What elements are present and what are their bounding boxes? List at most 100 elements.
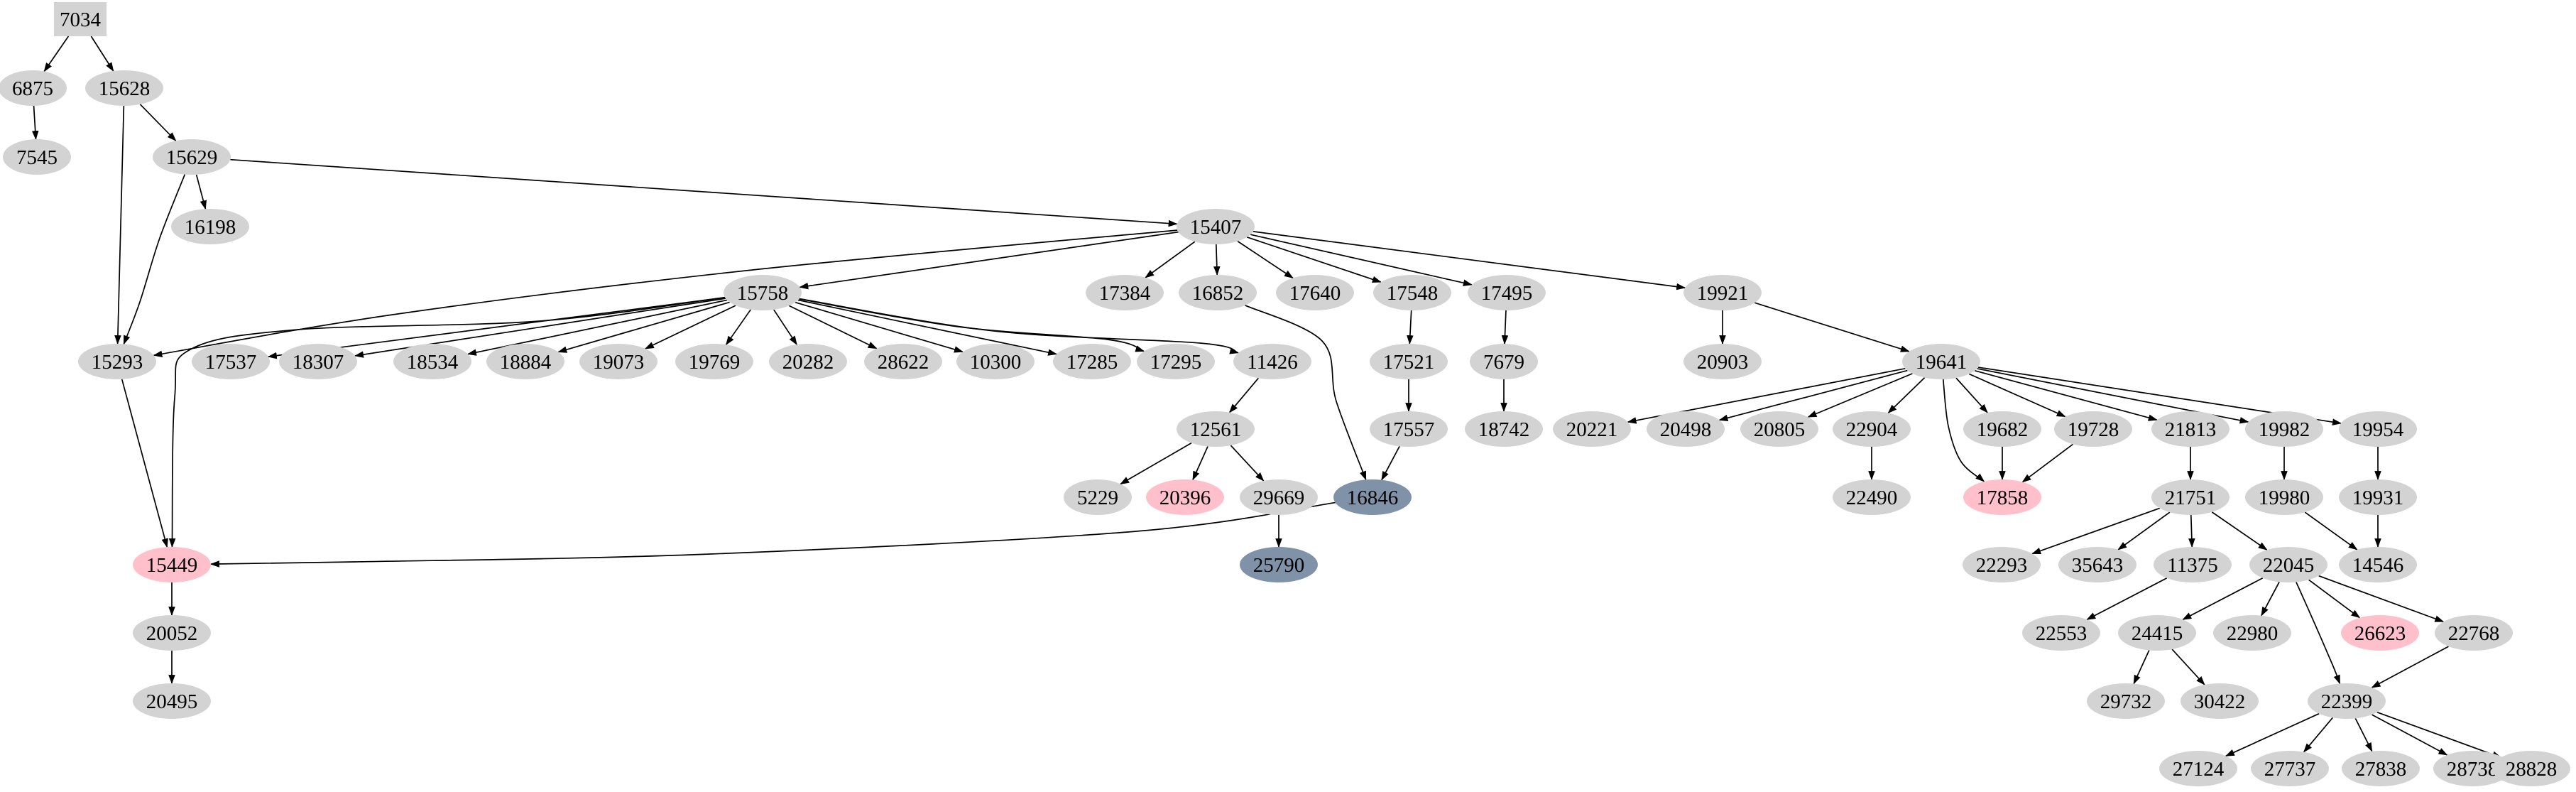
node-label: 17557 <box>1383 418 1435 441</box>
node-19769: 19769 <box>675 344 753 379</box>
node-ellipse <box>1177 411 1255 447</box>
edge-11426-12561 <box>1228 377 1259 413</box>
node-ellipse <box>133 547 211 582</box>
edge-15628-15629 <box>139 104 177 141</box>
node-29669: 29669 <box>1240 479 1318 515</box>
node-ellipse <box>1333 479 1412 515</box>
node-label: 5229 <box>1077 487 1118 509</box>
node-11375: 11375 <box>2154 547 2232 582</box>
node-label: 7545 <box>16 146 58 169</box>
node-ellipse <box>1647 411 1725 447</box>
node-label: 20495 <box>146 690 198 713</box>
node-label: 15758 <box>737 282 789 305</box>
node-label: 17495 <box>1481 282 1533 305</box>
edge-15758-11426 <box>799 298 1240 354</box>
edge-15628-15293 <box>114 105 125 345</box>
node-label: 26623 <box>2354 622 2406 645</box>
node-label: 19073 <box>593 351 645 374</box>
node-22399: 22399 <box>2308 683 2386 719</box>
node-ellipse <box>2022 615 2100 651</box>
edge-15407-17495 <box>1250 234 1473 286</box>
node-ellipse <box>1683 275 1762 310</box>
node-ellipse <box>769 344 847 379</box>
node-ellipse <box>2339 411 2417 447</box>
edge-22045-24415 <box>2182 577 2264 620</box>
edge-15758-17295 <box>799 298 1145 352</box>
edge-22045-22768 <box>2318 575 2445 623</box>
node-ellipse <box>0 70 67 106</box>
node-7034: 7034 <box>54 2 107 36</box>
edge-6875-7545 <box>31 105 39 141</box>
edge-17557-16846 <box>1381 445 1400 481</box>
edge-22045-22980 <box>2261 581 2280 617</box>
edge-21751-35643 <box>2117 511 2171 550</box>
node-10300: 10300 <box>956 344 1035 379</box>
edge-7034-6875 <box>43 36 70 72</box>
node-label: 17548 <box>1387 282 1439 305</box>
node-27124: 27124 <box>2159 751 2237 786</box>
node-ellipse <box>1553 411 1631 447</box>
node-label: 19641 <box>1916 351 1968 374</box>
edge-17548-17521 <box>1407 310 1414 345</box>
node-28738: 28738 <box>2433 751 2511 786</box>
node-label: 20282 <box>782 351 834 374</box>
edge-15407-16852 <box>1213 244 1221 276</box>
edge-21751-22045 <box>2211 511 2268 550</box>
node-ellipse <box>1833 411 1911 447</box>
node-label: 20805 <box>1754 418 1806 441</box>
edge-19641-21813 <box>1975 369 2158 421</box>
node-label: 22490 <box>1846 487 1898 509</box>
node-label: 15449 <box>146 554 198 577</box>
node-19980: 19980 <box>2245 479 2323 515</box>
node-19073: 19073 <box>579 344 657 379</box>
node-label: 16852 <box>1192 282 1244 305</box>
edge-19641-19728 <box>1969 373 2066 418</box>
node-ellipse <box>85 70 163 106</box>
edge-15758-15449 <box>168 296 726 548</box>
node-label: 11426 <box>1247 351 1297 374</box>
node-20221: 20221 <box>1553 411 1631 447</box>
edge-15758-28622 <box>789 305 878 349</box>
node-16852: 16852 <box>1179 275 1257 310</box>
node-ellipse <box>1963 547 2041 582</box>
node-label: 28622 <box>878 351 929 374</box>
node-ellipse <box>1240 479 1318 515</box>
node-ellipse <box>2433 751 2511 786</box>
node-ellipse <box>2342 751 2420 786</box>
node-ellipse <box>2054 411 2132 447</box>
node-label: 19954 <box>2352 418 2404 441</box>
node-ellipse <box>2308 683 2386 719</box>
edge-15758-10300 <box>795 301 964 353</box>
node-label: 22768 <box>2448 622 2500 645</box>
node-7545: 7545 <box>3 139 71 175</box>
node-ellipse <box>1179 275 1257 310</box>
edge-21751-22293 <box>2031 507 2161 555</box>
node-ellipse <box>724 275 802 310</box>
edge-15407-15758 <box>799 231 1179 290</box>
node-19982: 19982 <box>2245 411 2323 447</box>
edge-19641-17858 <box>1942 379 1985 482</box>
edge-15407-19921 <box>1252 231 1686 291</box>
node-label: 19931 <box>2352 487 2404 509</box>
node-ellipse <box>2341 615 2419 651</box>
node-18307: 18307 <box>279 344 357 379</box>
node-5229: 5229 <box>1064 479 1132 515</box>
node-ellipse <box>1683 344 1762 379</box>
node-label: 15628 <box>99 77 151 100</box>
node-label: 17384 <box>1099 282 1151 305</box>
node-label: 21751 <box>2165 487 2217 509</box>
edge-15629-16198 <box>195 174 207 210</box>
node-label: 21813 <box>2165 418 2217 441</box>
node-21751: 21751 <box>2151 479 2230 515</box>
node-label: 19769 <box>689 351 741 374</box>
edge-15758-18884 <box>557 301 730 353</box>
node-ellipse <box>1137 344 1215 379</box>
node-ellipse <box>2151 411 2230 447</box>
node-ellipse <box>133 683 211 719</box>
node-label: 7034 <box>60 9 102 31</box>
node-ellipse <box>1276 275 1354 310</box>
node-7679: 7679 <box>1470 344 1538 379</box>
node-19728: 19728 <box>2054 411 2132 447</box>
node-ellipse <box>2339 479 2417 515</box>
